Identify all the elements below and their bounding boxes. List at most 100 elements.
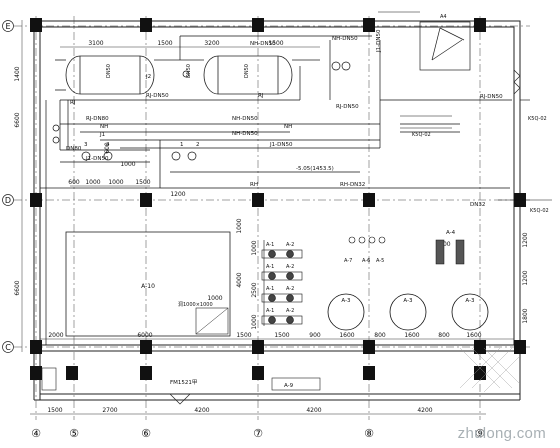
dim-upper: 1000 [85, 179, 100, 186]
hatched-corner [459, 347, 521, 393]
pump-label: A-2 [286, 264, 294, 270]
dim-equip: 1200 [522, 270, 529, 285]
dim-equip: 1200 [522, 232, 529, 247]
pump-set-4 [261, 315, 303, 325]
pipe-label: RJ [70, 100, 76, 106]
axis-label: C [5, 343, 11, 352]
tank-label: A-3 [341, 298, 351, 304]
dim-left: 6600 [14, 112, 21, 127]
dim-bottom: 1500 [47, 407, 62, 414]
pipe-label: RJ-DN50 [336, 104, 359, 110]
upper-pumps [52, 61, 351, 161]
dim-tanks: 3200 [204, 40, 219, 47]
pipe-label: DN50 [244, 64, 250, 78]
equip-number: 4 [106, 142, 110, 148]
dim-inner: 1600 [466, 332, 481, 339]
dim-inner: 1500 [274, 332, 289, 339]
dim-misc: 600 [104, 142, 111, 154]
dim-inner: 800 [374, 332, 386, 339]
pump-label: A-1 [266, 242, 274, 248]
opening-label: 洞1000×1000 [178, 301, 213, 308]
dim-pump: 1000 [251, 314, 258, 329]
pump-label: A-2 [286, 286, 294, 292]
pipe-label: RH [250, 182, 258, 188]
pump-set-3 [261, 293, 303, 303]
dim-tanks: 1500 [157, 40, 172, 47]
heater-unit: A-4 [435, 230, 465, 265]
pump-label: A-2 [286, 242, 294, 248]
tank-label: A-3 [465, 298, 475, 304]
heater-label: A-4 [446, 230, 456, 236]
right-tag: K5Q-02 [530, 208, 549, 214]
equip-number: 1 [180, 142, 184, 148]
axis-bubbles: E D C ④ ⑤ ⑥ ⑦ ⑧ ⑨ [2, 20, 485, 440]
pipe-label: NH-DN50 [332, 36, 358, 42]
pipe-label: RH-DN32 [340, 182, 365, 188]
pipe-label: NH [100, 124, 108, 130]
bottom-corridor: FM1521甲 A-9 [41, 367, 321, 405]
pipe-label: NH-DN50 [232, 116, 258, 122]
right-tag: K5Q-02 [528, 116, 547, 122]
dim-inner: 800 [438, 332, 450, 339]
dim-upper: 600 [68, 179, 80, 186]
pipe-label: DN50 [186, 64, 192, 78]
dim-pump: 2500 [251, 282, 258, 297]
axis-bubble-left-C: C [2, 341, 14, 353]
tank-labels: DN50 DN50 DN50 [106, 64, 250, 78]
pipe-label: NH [284, 124, 292, 130]
horizontal-tank-2 [203, 55, 293, 95]
pipe-label: RJ-DN50 [146, 93, 169, 99]
dim-bottom: 4200 [306, 407, 321, 414]
pool-label: A-10 [141, 283, 155, 290]
door-label: FM1521甲 [170, 379, 197, 386]
elevation-label: -5.05(1453.5) [296, 166, 334, 172]
valve-group: A-7 A-6 A-5 [344, 236, 386, 264]
dim-left: 6600 [14, 280, 21, 295]
pool: A-10 洞1000×1000 [65, 231, 231, 337]
dim-pool: 4000 [236, 272, 243, 287]
pump-label: A-1 [266, 308, 274, 314]
round-tank-1: A-3 [327, 293, 365, 331]
axis-bubble-left-D: D [2, 194, 14, 206]
dim-upper: 1000 [108, 179, 123, 186]
pipe-label: NH-DN50 [232, 131, 258, 137]
corner-tag: A4 [440, 14, 447, 20]
axis-label: ④ [31, 427, 41, 440]
pipelines [45, 35, 512, 345]
dim-inner: 6000 [137, 332, 152, 339]
valve-label: A-7 [344, 258, 352, 264]
dim-tanks: 1500 [268, 40, 283, 47]
pipe-label: RJ-DN80 [86, 116, 109, 122]
dim-pump: 1000 [251, 240, 258, 255]
pipe-label: DN80 [66, 146, 82, 152]
pipe-label: J1 [99, 132, 105, 138]
dim-bottom: 2700 [102, 407, 117, 414]
equip-number: 2 [196, 142, 200, 148]
pipe-label: J1-DN50 [376, 29, 382, 53]
pipe-label: J1-DN50 [85, 156, 109, 162]
dim-inner: 1600 [339, 332, 354, 339]
axis-label: E [5, 22, 10, 31]
right-tag: K5Q-02 [412, 132, 431, 138]
pump-label: A-1 [266, 286, 274, 292]
pump-label: A-1 [266, 264, 274, 270]
dim-bottom: 4200 [194, 407, 209, 414]
dim-misc: 1000 [120, 161, 135, 168]
round-tank-2: A-3 [389, 293, 427, 331]
axis-label: ⑦ [253, 427, 263, 440]
storage-tanks [55, 55, 320, 95]
pipe-label: J2 [145, 74, 151, 80]
pump-set-1 [261, 249, 303, 259]
axis-label: ⑤ [69, 427, 79, 440]
panel-label: A-9 [284, 383, 294, 389]
axis-label: D [5, 196, 11, 205]
valve-label: A-6 [362, 258, 370, 264]
pump-sets: A-1 A-2 A-1 A-2 A-1 A-2 A-1 A-2 [261, 240, 303, 326]
equip-number: 3 [84, 142, 88, 148]
valve-label: A-5 [376, 258, 384, 264]
dim-upper: 1500 [135, 179, 150, 186]
dim-tanks: 3100 [88, 40, 103, 47]
grid-lines [14, 16, 530, 420]
dimension-lines [21, 20, 514, 415]
round-tank-3: A-3 [451, 293, 489, 331]
